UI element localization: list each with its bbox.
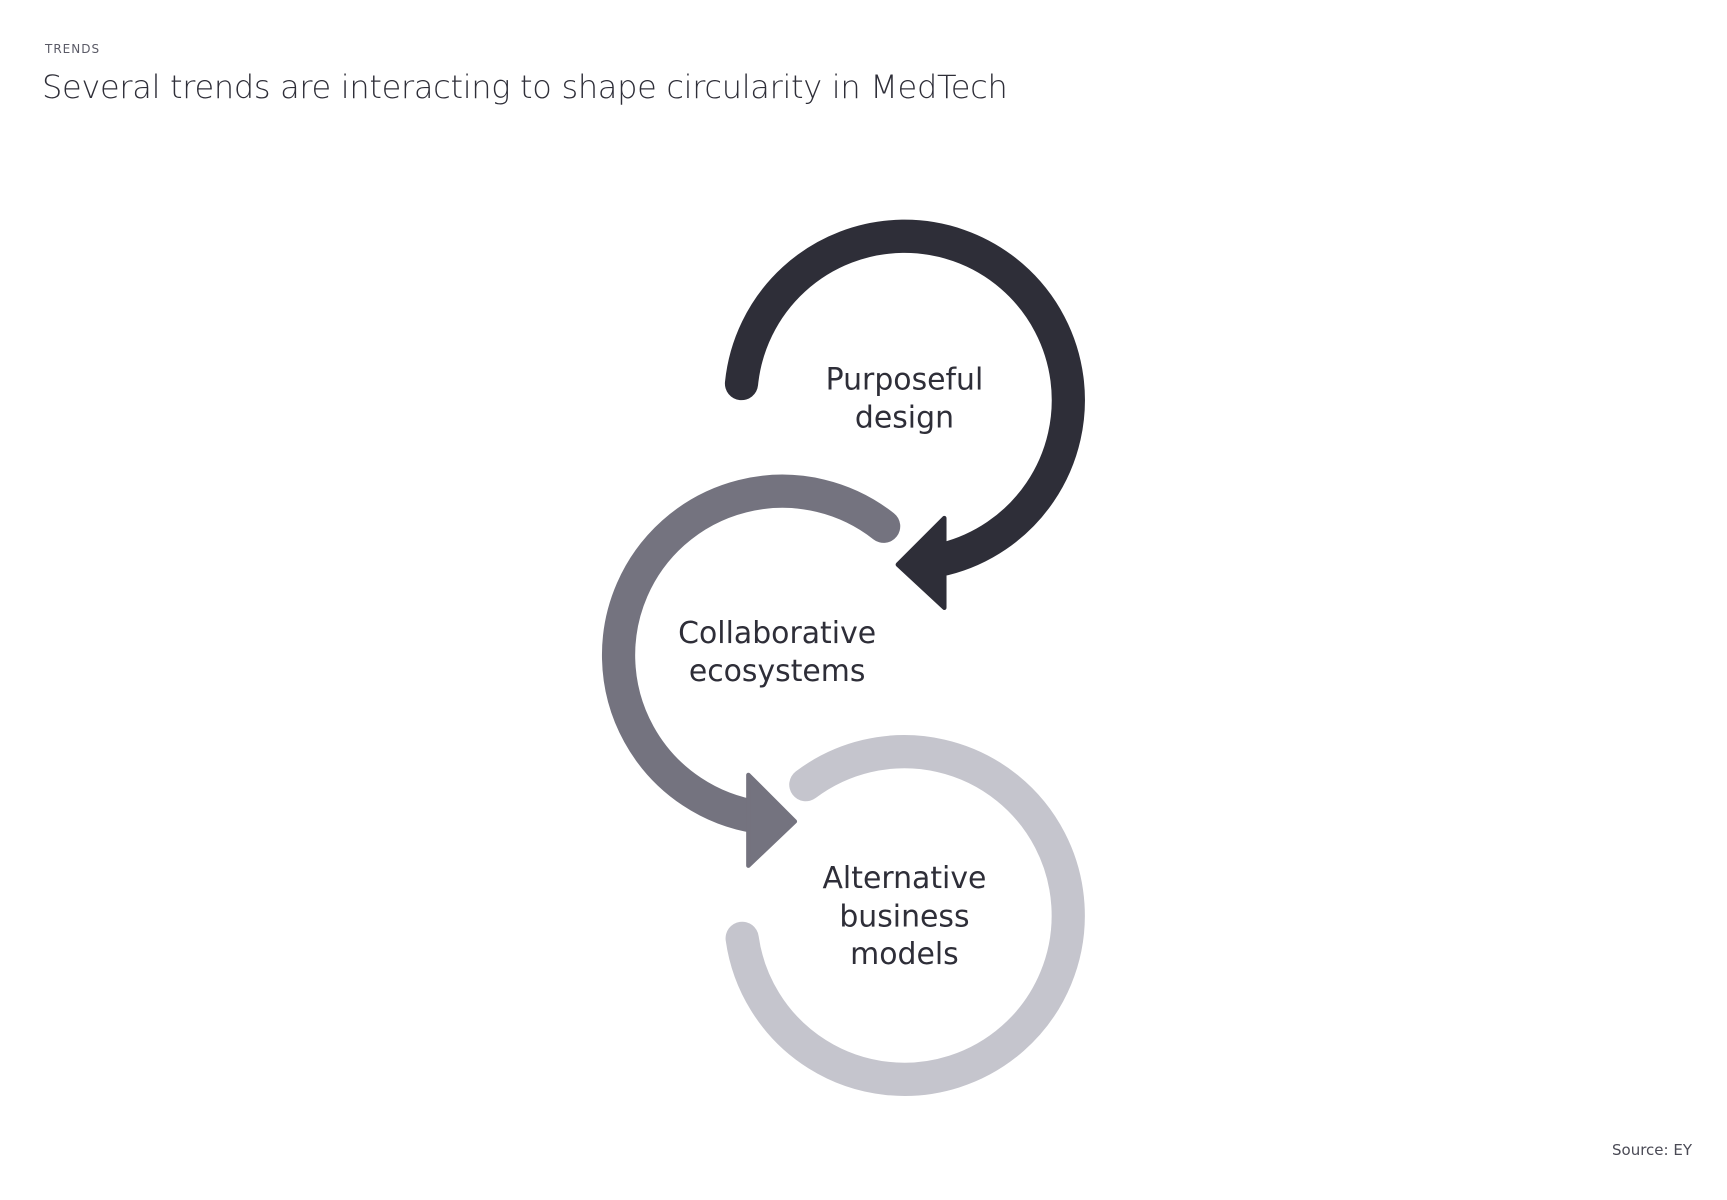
alternative-business-models-arc [725,735,1085,1096]
section-eyebrow: TRENDS [45,42,101,56]
page-title: Several trends are interacting to shape … [42,68,1008,106]
source-note: Source: EY [1612,1141,1692,1159]
label-purposeful-line1: Purposeful [826,363,984,398]
collaborative-ecosystems-arc [601,474,901,834]
label-collaborative-line1: Collaborative [678,616,876,651]
label-alternative-line2: business [839,900,969,935]
collaborative-arrowhead-icon [746,772,798,868]
label-alternative-line3: models [850,937,959,972]
purposeful-arrowhead-icon [895,515,947,610]
label-alternative-line1: Alternative [823,861,987,896]
label-collaborative-line2: ecosystems [689,654,866,689]
label-purposeful-line2: design [855,400,954,435]
purposeful-design-arc [724,219,1085,576]
